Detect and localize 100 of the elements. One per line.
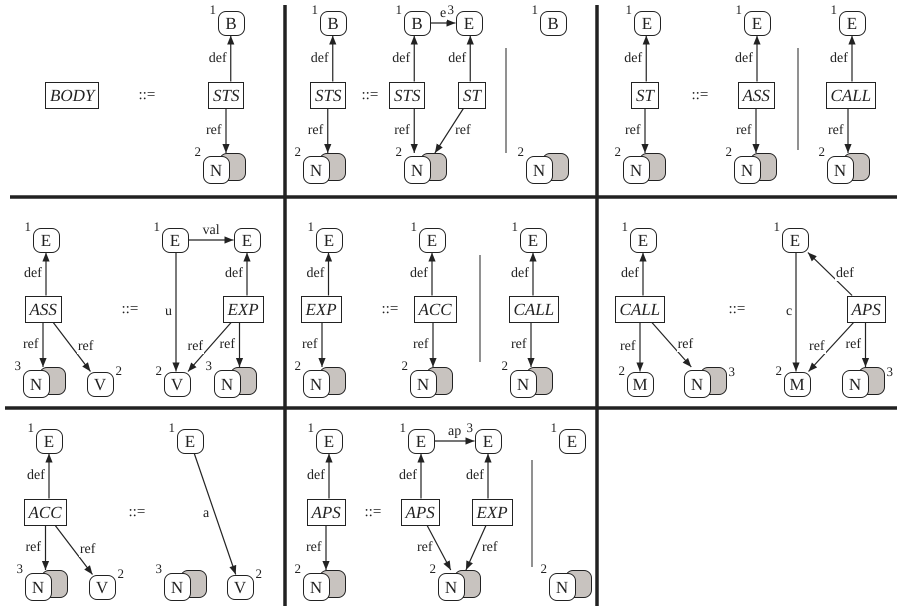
nonterminal-box: APS (400, 498, 440, 526)
terminal-node: V (86, 372, 114, 396)
definition-symbol: ::= (728, 302, 746, 316)
edge-label: def (310, 52, 330, 66)
definition-symbol: ::= (122, 302, 138, 316)
node-number: 2 (614, 145, 621, 158)
nonterminal-box: STS (389, 82, 426, 108)
nonterminal-box: STS (310, 82, 346, 108)
arrow (807, 252, 853, 296)
definition-symbol: ::= (692, 88, 708, 102)
terminal-node: E (782, 228, 808, 252)
node-number: 3 (16, 562, 23, 575)
arrow (428, 252, 436, 296)
node-number: 2 (540, 562, 547, 575)
node-number: 3 (156, 562, 162, 575)
arrow (862, 322, 870, 367)
arrow (39, 322, 47, 367)
node-number: 1 (168, 420, 175, 434)
terminal-node: E (744, 10, 770, 36)
terminal-node: M (626, 372, 654, 396)
arrow (236, 322, 244, 367)
edge-label: ap (447, 425, 462, 439)
node-number: 2 (294, 359, 301, 372)
arrow (429, 322, 437, 367)
edge-label: ref (76, 340, 94, 354)
arrow (322, 526, 330, 570)
terminal-node: B (404, 10, 430, 36)
node-number: 2 (118, 566, 124, 580)
definition-symbol: ::= (362, 88, 378, 102)
arrow (227, 36, 234, 82)
terminal-node: E (316, 428, 342, 454)
nonterminal-box: STS (208, 82, 244, 108)
arrow (42, 526, 50, 570)
nonterminal-box: ASS (24, 296, 62, 322)
arrow (410, 36, 418, 82)
definition-symbol: ::= (138, 88, 156, 102)
node-number: 2 (256, 566, 262, 580)
arrow (45, 454, 53, 498)
nonterminal-box: ST (631, 82, 659, 108)
node-number: 1 (24, 220, 31, 232)
arrow (426, 525, 452, 570)
arrow (42, 252, 50, 296)
arrow (641, 108, 649, 153)
arrow (792, 252, 800, 372)
edge-label: ref (676, 338, 694, 352)
terminal-node: E (32, 228, 60, 252)
arrow (527, 322, 535, 367)
node-number: 2 (430, 562, 436, 575)
terminal-node: V (88, 574, 116, 600)
arrow (434, 108, 464, 154)
node-number: 1 (830, 2, 837, 16)
node-number: 2 (294, 145, 301, 158)
node-number: 2 (294, 562, 301, 575)
arrow (329, 36, 336, 82)
terminal-node: E (838, 10, 866, 36)
terminal-node: V (164, 372, 190, 396)
terminal-node: B (218, 10, 244, 36)
arrow (417, 454, 425, 498)
definition-symbol: ::= (382, 302, 398, 316)
edge-label: def (834, 267, 855, 281)
arrow (52, 322, 91, 372)
arrow (434, 437, 474, 445)
arrow (639, 252, 647, 296)
arrow (188, 236, 234, 244)
node-number: 1 (622, 220, 628, 232)
arrow (430, 19, 456, 27)
nonterminal-box: APS (846, 296, 886, 322)
terminal-node: E (630, 228, 656, 252)
nonterminal-box: EXP (300, 296, 342, 322)
nonterminal-box: APS (306, 498, 346, 526)
edge-label: def (829, 52, 849, 66)
node-number: 2 (518, 145, 524, 158)
arrow (529, 252, 537, 296)
node-number: 2 (618, 364, 625, 376)
node-number: 1 (154, 220, 160, 232)
nonterminal-box: ACC (414, 296, 457, 322)
arrow (325, 454, 333, 498)
edge-label: ref (808, 340, 826, 354)
terminal-node: E (162, 228, 188, 252)
nonterminal-box: BODY (45, 82, 100, 108)
arrow (636, 322, 644, 372)
terminal-node: E (634, 10, 660, 36)
nonterminal-box: CALL (614, 296, 666, 322)
terminal-node: V (226, 574, 254, 600)
terminal-node: E (234, 228, 260, 252)
node-number: 2 (156, 364, 162, 376)
terminal-node: E (408, 428, 434, 454)
arrow (54, 525, 93, 575)
arrow (808, 322, 854, 372)
arrow (194, 453, 236, 575)
edge-label: def (734, 52, 754, 66)
nonterminal-box: ACC (24, 498, 67, 526)
edge-label: e (439, 7, 448, 21)
node-number: 2 (194, 145, 201, 158)
node-number: 2 (726, 145, 732, 158)
terminal-node: E (558, 428, 586, 454)
node-number: 1 (550, 420, 557, 434)
terminal-node: E (316, 228, 342, 252)
node-number: 1 (28, 420, 34, 434)
node-number: 2 (818, 145, 825, 158)
